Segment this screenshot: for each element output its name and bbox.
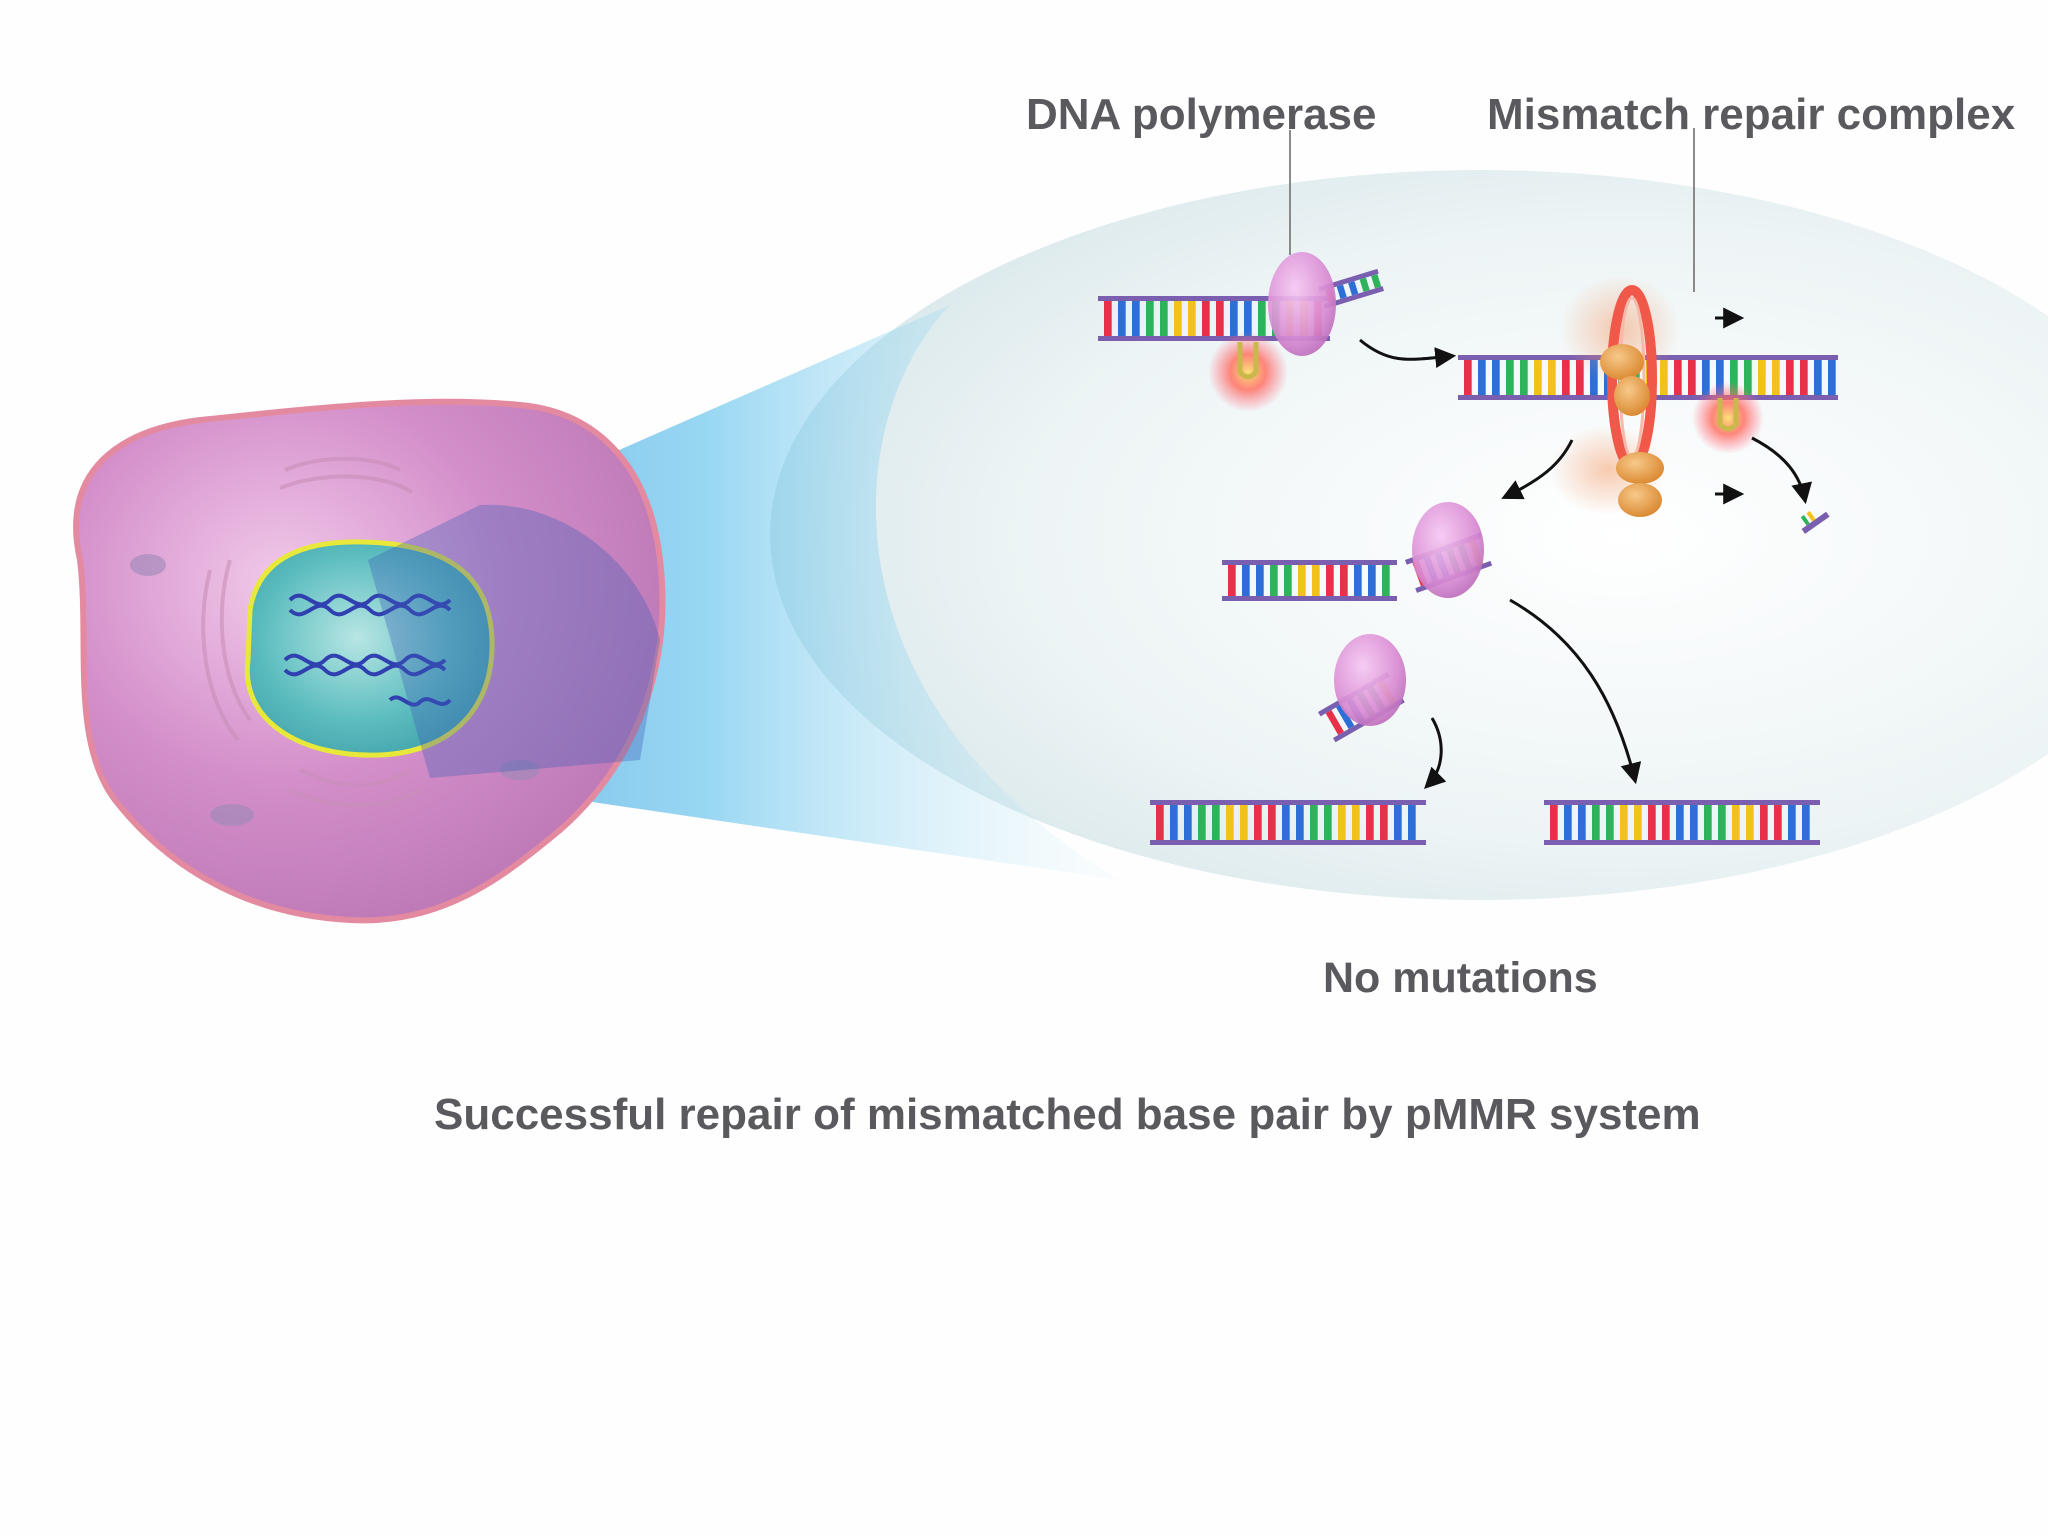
dna-strand bbox=[1222, 560, 1397, 601]
dna-polymerase-icon bbox=[1334, 634, 1406, 726]
dna-polymerase-icon bbox=[1268, 252, 1336, 356]
dna-polymerase-icon bbox=[1412, 502, 1484, 598]
mismatch-loop bbox=[1717, 398, 1739, 432]
dna-strand bbox=[1544, 800, 1820, 845]
mismatch-glow-icon bbox=[1208, 332, 1288, 412]
dna-strand bbox=[1150, 800, 1426, 845]
nucleus-icon bbox=[244, 539, 495, 758]
no-mutations-label: No mutations bbox=[1323, 954, 1598, 1002]
mismatch-glow-icon bbox=[1692, 382, 1764, 454]
zoom-ellipse bbox=[770, 170, 2048, 900]
dna-polymerase-label: DNA polymerase bbox=[1026, 90, 1377, 139]
mismatch-repair-complex-label: Mismatch repair complex bbox=[1487, 90, 2016, 139]
dna-helix-icon bbox=[283, 593, 452, 707]
mismatch-loop bbox=[1237, 342, 1259, 380]
zoom-beam-overlay bbox=[368, 504, 660, 778]
excised-fragment-icon bbox=[1800, 511, 1830, 534]
figure-caption: Successful repair of mismatched base pai… bbox=[434, 1090, 1701, 1139]
mismatch-repair-complex-icon bbox=[1550, 275, 1680, 517]
arrow-icon bbox=[1359, 307, 1812, 789]
